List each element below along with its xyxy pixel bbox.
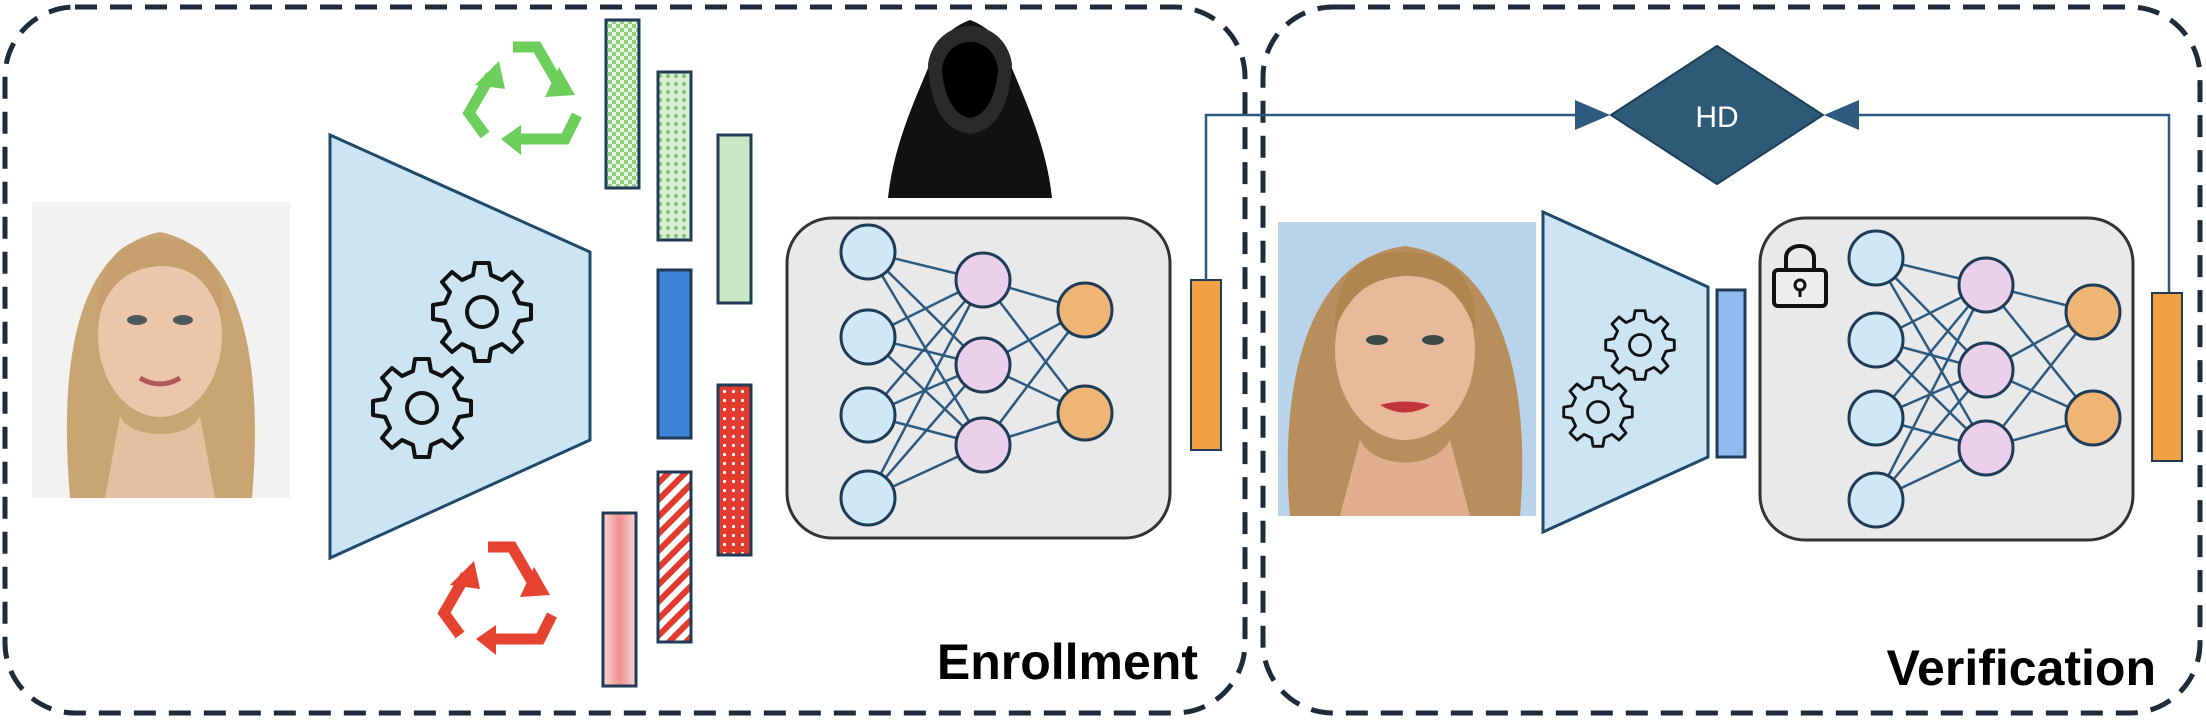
hidden-node	[1957, 341, 2015, 399]
input-node	[839, 469, 897, 527]
lock-icon	[1772, 244, 1828, 308]
verification-to-hd-arrow	[1824, 100, 2171, 293]
enrollment-title: Enrollment	[937, 634, 1198, 690]
verification-title: Verification	[1886, 640, 2156, 696]
protected-template-green-2	[656, 70, 693, 242]
input-node	[1847, 389, 1905, 447]
network-edge	[1874, 284, 1988, 501]
enrollment-face-photo	[32, 202, 290, 498]
enrollment-output-template	[1190, 279, 1222, 451]
input-node	[839, 223, 897, 281]
output-node	[2064, 389, 2122, 447]
recycle-icon	[462, 41, 582, 155]
hamming-distance-comparator	[1609, 44, 1825, 186]
protected-template-red-3	[601, 511, 638, 688]
output-node	[2064, 283, 2122, 341]
feature-vector-blue	[656, 268, 693, 440]
network-edge	[1985, 311, 2094, 449]
verification-feature-vector	[1715, 288, 1747, 459]
input-node	[839, 308, 897, 366]
output-node	[1056, 384, 1114, 442]
hidden-node	[954, 251, 1012, 309]
verification-neural-network	[1847, 229, 2122, 529]
protected-template-green-1	[604, 18, 641, 190]
verification-face-photo	[1278, 222, 1536, 516]
network-edge	[1875, 284, 1987, 419]
verification-panel	[1260, 4, 2203, 716]
verification-feature-extractor	[1541, 209, 1710, 535]
hidden-node	[1957, 256, 2015, 314]
input-node	[839, 386, 897, 444]
output-node	[1056, 281, 1114, 339]
hd-label: HD	[1695, 101, 1738, 134]
enrollment-to-hd-arrow	[1204, 100, 1610, 280]
hooded-figure-icon	[888, 20, 1052, 198]
network-edge	[867, 279, 984, 416]
verification-output-template	[2151, 292, 2183, 462]
protected-template-red-1	[716, 383, 753, 557]
protected-template-green-3	[716, 133, 753, 305]
hidden-node	[954, 336, 1012, 394]
input-node	[1847, 229, 1905, 287]
network-edge	[866, 279, 985, 499]
enrollment-panel	[2, 4, 1248, 716]
input-node	[1847, 471, 1905, 529]
enrollment-neural-network	[839, 223, 1114, 527]
hidden-node	[1957, 419, 2015, 477]
network-edge	[867, 364, 984, 499]
protected-template-red-2	[656, 470, 693, 644]
recycle-icon	[437, 541, 557, 655]
hidden-node	[954, 416, 1012, 474]
input-node	[1847, 311, 1905, 369]
